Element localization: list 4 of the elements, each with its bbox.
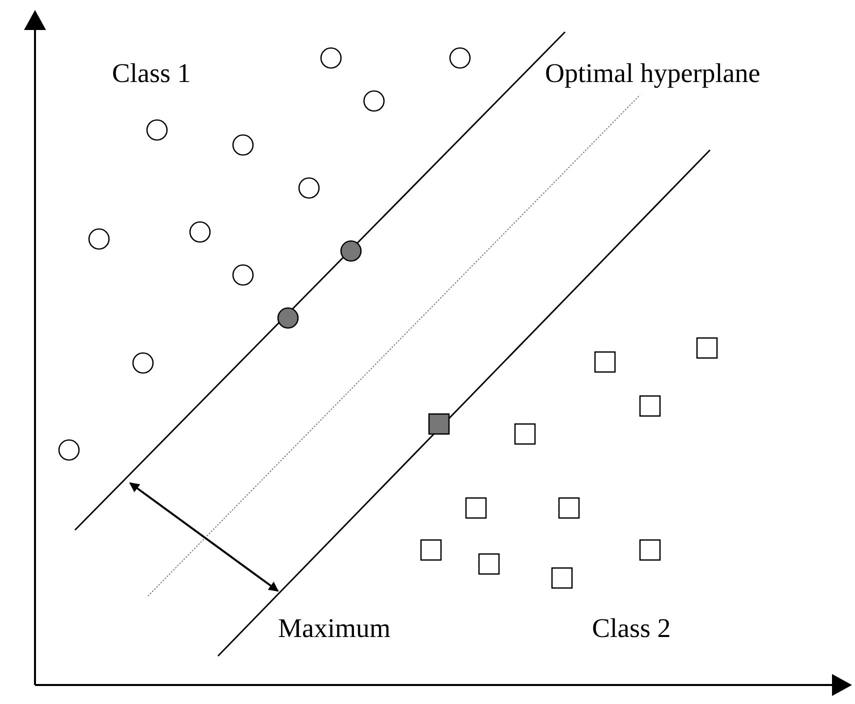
- class-label: Class 2: [592, 612, 671, 644]
- class-label: Class 1: [112, 57, 191, 89]
- hyperplane-label: Optimal hyperplane: [545, 57, 760, 89]
- margin-label: Maximum: [278, 612, 390, 644]
